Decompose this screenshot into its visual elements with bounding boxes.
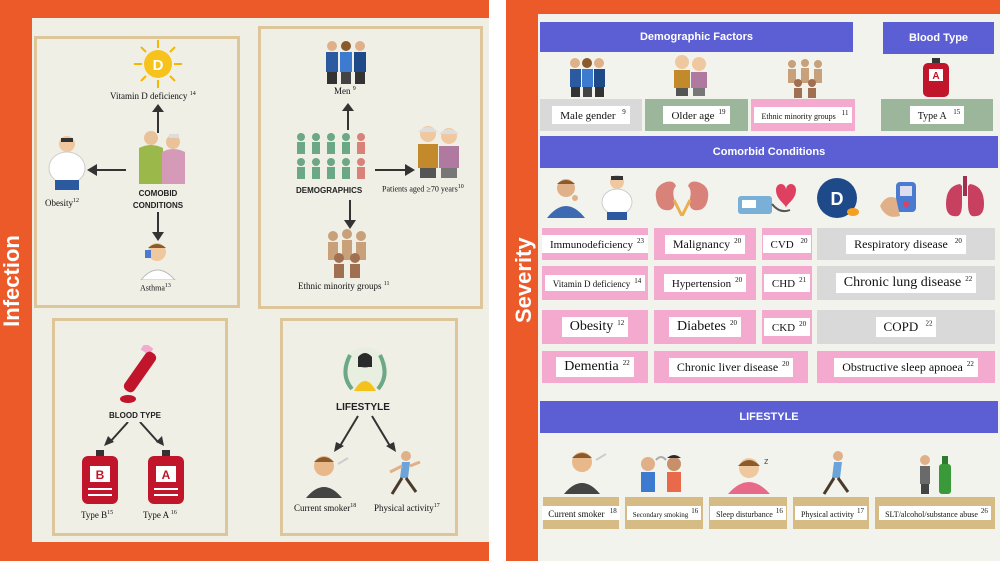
men-label: Men 9	[334, 86, 356, 96]
ethnic-minority-icon	[788, 59, 822, 98]
severity-smoker-icon	[564, 452, 607, 494]
severity-side-label: Severity	[511, 237, 536, 323]
arrow-down-asthma	[152, 212, 164, 241]
severity-type-a-letter: A	[932, 71, 939, 82]
male-gender-icon	[570, 58, 605, 97]
condition-respiratory: Respiratory disease 20	[817, 228, 995, 260]
severity-runner-icon	[822, 451, 850, 495]
blood-type-header: Blood Type	[883, 22, 994, 54]
type-a-label: Type A 16	[143, 510, 177, 520]
glucose-meter-icon	[880, 182, 916, 217]
runner-icon	[389, 451, 421, 495]
arrow-right-age	[375, 164, 415, 176]
sun-vitamin-d-icon: D	[134, 40, 182, 88]
svg-text:D: D	[831, 189, 844, 209]
male-gender-cell: Male gender 9	[540, 99, 642, 131]
lifestyle-woman-icon	[342, 347, 388, 393]
substance-abuse-icon	[920, 455, 951, 494]
blood-bag-a-icon: A	[148, 450, 184, 504]
blood-test-tube-icon	[120, 345, 157, 403]
blood-branch-arrows	[104, 422, 164, 446]
lifestyle-header: LIFESTYLE	[540, 401, 998, 433]
type-b-label: Type B15	[81, 510, 114, 520]
activity-label: Physical activity17	[374, 503, 440, 513]
infection-comorbid-box	[34, 36, 240, 308]
arrow-left-obesity	[87, 164, 126, 176]
lifestyle-current-smoker: Current smoker 18	[542, 497, 620, 529]
age-label: Patients aged ≥70 years10	[382, 184, 464, 194]
smoker-man-icon	[306, 456, 349, 498]
vitamin-d-capsule-icon: D	[817, 178, 859, 218]
type-a-bag-icon: A	[923, 58, 949, 97]
asthma-label: Asthma13	[140, 283, 171, 293]
infection-demographics-box	[258, 26, 483, 309]
smoker-label: Current smoker18	[294, 503, 357, 513]
ethnic-group-icon	[328, 229, 366, 278]
condition-cvd: CVD 20	[762, 228, 812, 260]
lifestyle-center-label: LIFESTYLE	[336, 402, 390, 413]
ethnic-label: Ethnic minority groups 11	[298, 281, 390, 291]
population-icon	[297, 133, 365, 179]
kidney-icon	[655, 181, 709, 216]
sleep-disturbance-icon: z	[728, 456, 770, 494]
lungs-icon	[946, 176, 984, 217]
vitd-label: Vitamin D deficiency 14	[110, 91, 196, 101]
arrow-up-vitd	[152, 104, 164, 133]
svg-text:D: D	[153, 57, 164, 74]
infection-lifestyle-box	[280, 318, 458, 536]
condition-copd: COPD 22	[817, 310, 995, 344]
blood-a-letter: A	[162, 468, 171, 482]
immunodeficiency-person-icon	[547, 179, 585, 218]
infection-blood-box	[52, 318, 228, 536]
blood-center-label: BLOOD TYPE	[109, 411, 162, 420]
blood-bag-b-icon: B	[82, 450, 118, 504]
demographics-center-label: DEMOGRAPHICS	[296, 186, 363, 195]
demographic-factors-header: Demographic Factors	[540, 22, 853, 52]
comorbid-conditions-header: Comorbid Conditions	[540, 136, 998, 168]
svg-text:z: z	[764, 456, 769, 466]
type-a-cell: Type A 15	[881, 99, 993, 131]
ethnic-minority-cell: Ethnic minority groups 11	[751, 99, 855, 131]
lifestyle-branch-arrows	[334, 415, 396, 452]
arrow-down-ethnic	[344, 200, 356, 229]
infection-side-label: Infection	[0, 235, 24, 327]
elderly-pair-icon	[418, 126, 459, 178]
elderly-couple-icon	[139, 131, 185, 184]
blood-b-letter: B	[96, 468, 105, 482]
older-age-icon	[674, 55, 707, 96]
asthma-person-icon	[140, 243, 176, 280]
blood-pressure-icon	[738, 184, 796, 214]
secondary-smoking-icon	[641, 455, 681, 492]
obesity-figure-icon	[601, 175, 633, 220]
infection-panel	[32, 18, 489, 542]
obesity-person-icon	[48, 136, 86, 190]
men-group-icon	[326, 41, 366, 84]
obesity-label: Obesity12	[45, 198, 79, 208]
arrow-up-men	[342, 103, 354, 130]
